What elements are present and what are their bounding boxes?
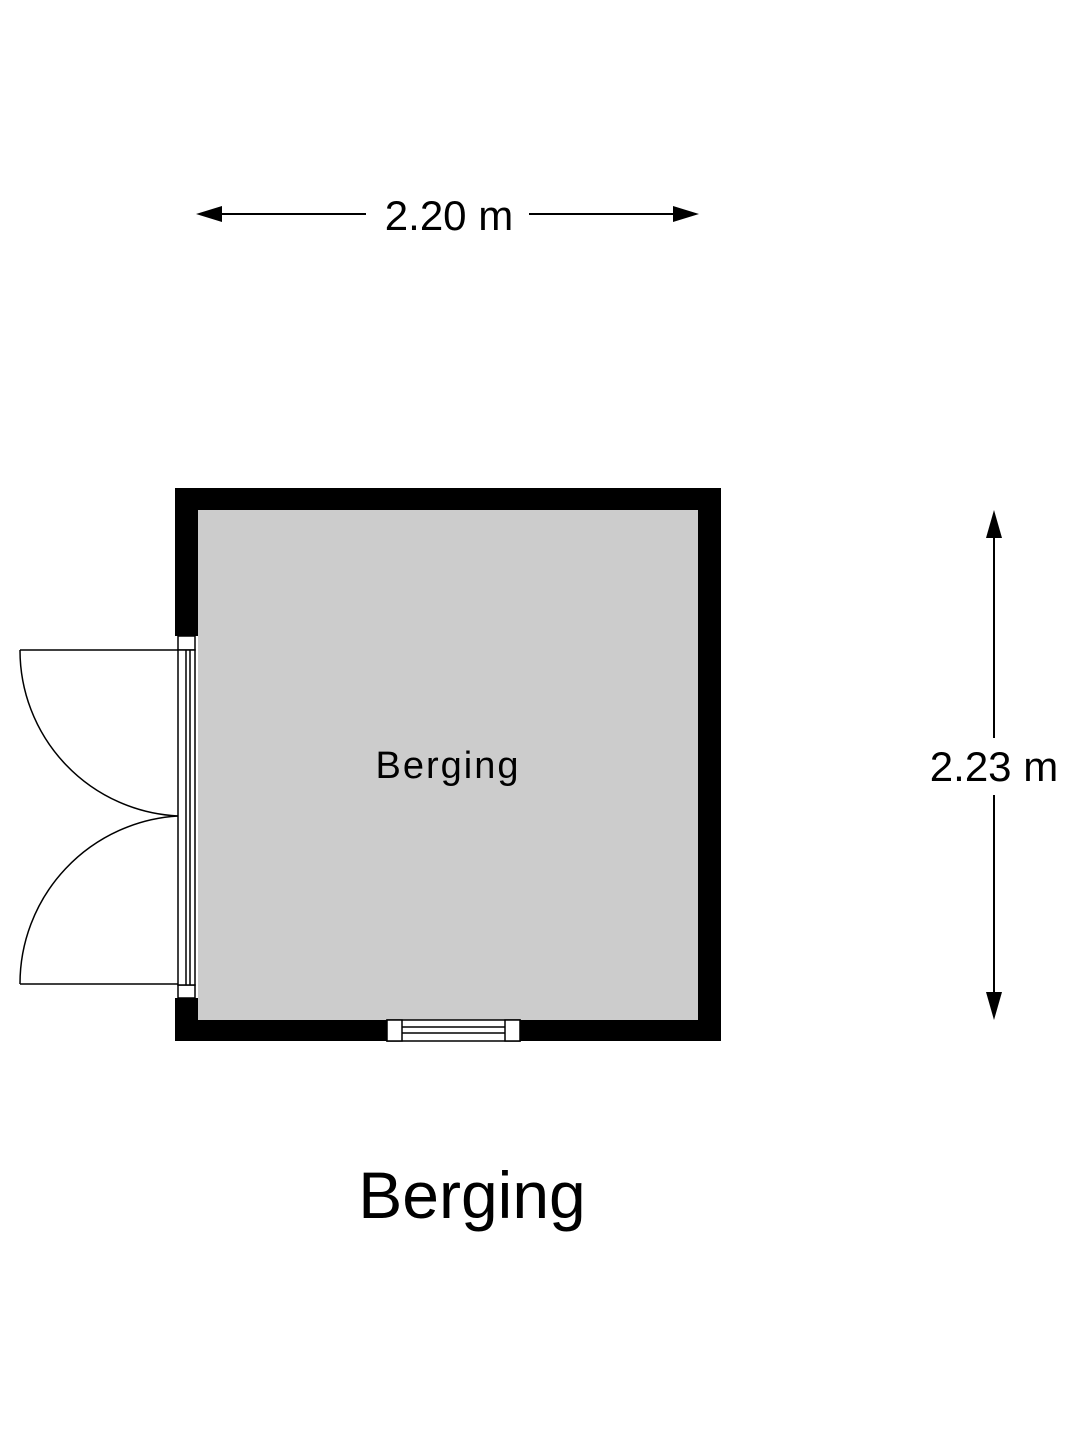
double-door	[19, 635, 196, 999]
door-swing-upper	[19, 649, 179, 817]
wall-top	[175, 488, 721, 510]
plan-title: Berging	[358, 1158, 586, 1232]
width-dimension-label: 2.20 m	[385, 192, 513, 239]
door-frame-bottom	[177, 984, 196, 999]
wall-right	[698, 488, 721, 1041]
window-frame	[386, 1019, 521, 1042]
wall-bottom-left	[175, 1020, 387, 1041]
window-jamb-right	[504, 1019, 521, 1042]
arrow-down-icon	[986, 992, 1002, 1020]
arrow-left-icon	[196, 206, 222, 222]
door-frame-top	[177, 635, 196, 651]
height-dimension: 2.23 m	[930, 510, 1058, 1020]
arrow-up-icon	[986, 510, 1002, 538]
width-dimension: 2.20 m	[196, 192, 699, 239]
arrow-right-icon	[673, 206, 699, 222]
wall-bottom-right	[520, 1020, 721, 1041]
wall-left-upper	[175, 488, 198, 636]
height-dimension-label: 2.23 m	[930, 743, 1058, 790]
room-floor	[198, 510, 698, 1020]
door-swing-lower	[19, 815, 179, 985]
window-jamb-left	[386, 1019, 403, 1042]
room-label: Berging	[376, 745, 521, 787]
walls	[175, 488, 721, 1041]
window	[386, 1019, 521, 1042]
